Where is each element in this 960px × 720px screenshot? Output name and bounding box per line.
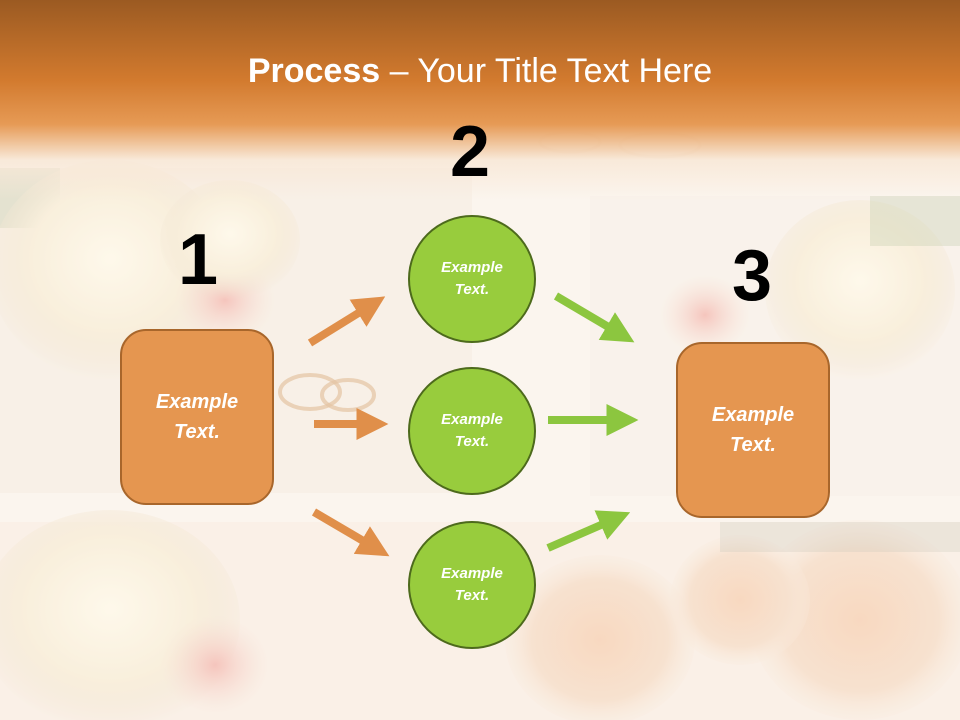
slide-title: Process – Your Title Text Here	[0, 52, 960, 91]
step-3-box[interactable]: Example Text.	[676, 342, 830, 518]
circle-bottom-text: Example Text.	[441, 564, 503, 605]
circle-middle-text: Example Text.	[441, 410, 503, 451]
step-1-box[interactable]: Example Text.	[120, 329, 274, 505]
circle-top-text: Example Text.	[441, 258, 503, 299]
step-2-number: 2	[450, 112, 491, 192]
step-3-text: Example Text.	[711, 404, 795, 456]
step-2-circle-bottom[interactable]: Example Text.	[408, 521, 536, 649]
header-band	[0, 0, 960, 200]
step-2-circle-middle[interactable]: Example Text.	[408, 367, 536, 495]
step-3-number: 3	[732, 236, 773, 316]
step-1-text: Example Text.	[155, 391, 239, 443]
step-1-number: 1	[178, 220, 219, 300]
step-2-circle-top[interactable]: Example Text.	[408, 215, 536, 343]
title-strong: Process	[247, 52, 381, 90]
title-rest: – Your Title Text Here	[380, 52, 713, 90]
